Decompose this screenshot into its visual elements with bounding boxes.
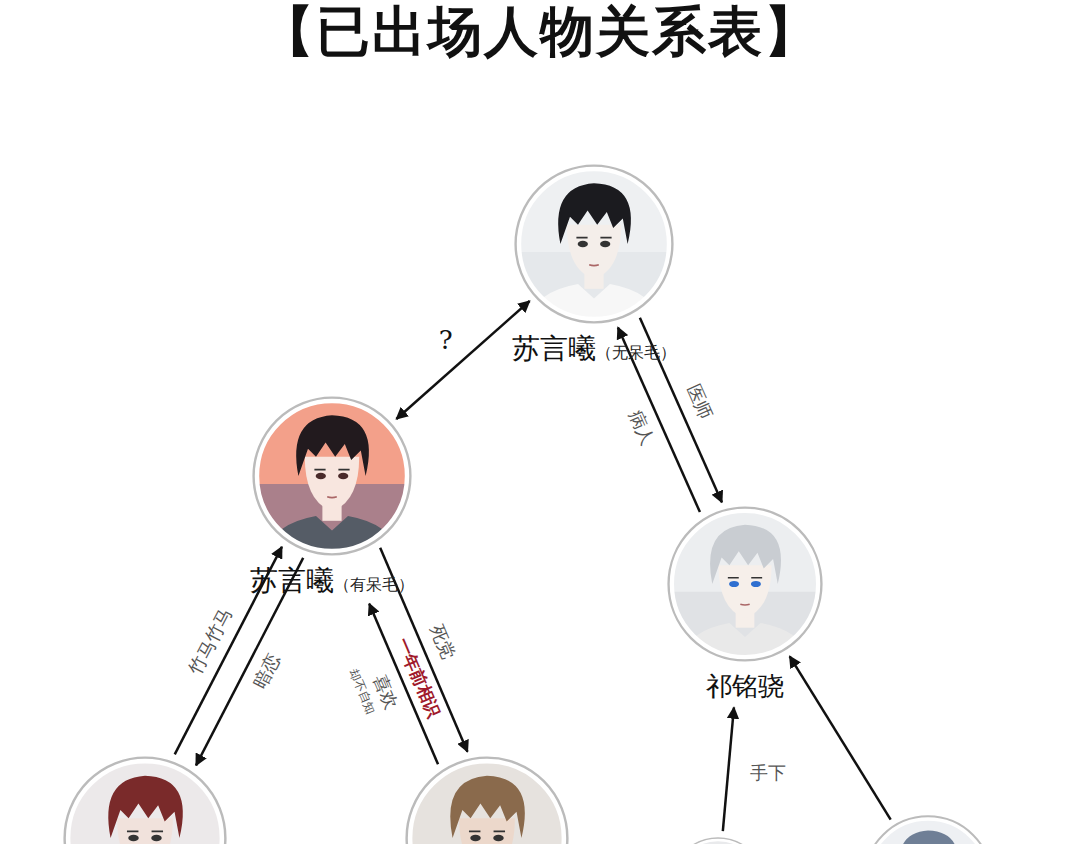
character-name: 苏言曦 <box>250 566 334 597</box>
character-node <box>63 756 227 844</box>
character-portrait <box>405 756 569 844</box>
relation-label: 手下 <box>750 763 786 782</box>
character-name: 祁铭骁 <box>706 672 784 701</box>
relation-label: 病人 <box>625 408 657 449</box>
character-portrait <box>667 506 823 662</box>
character-portrait <box>63 756 227 844</box>
relation-arrow <box>723 708 734 832</box>
node-name: 苏言曦（无呆毛） <box>512 334 676 365</box>
node-name: 祁铭骁 <box>706 672 784 701</box>
character-node <box>863 815 993 844</box>
relation-arrow <box>396 301 529 419</box>
note-label: 却不自知 <box>346 668 376 717</box>
character-portrait <box>863 815 993 844</box>
character-node <box>405 756 569 844</box>
name-note: （无呆毛） <box>596 344 676 362</box>
node-name: 苏言曦（有呆毛） <box>250 566 414 597</box>
character-portrait <box>670 837 766 844</box>
character-node: 祁铭骁 <box>667 506 823 701</box>
character-node: 苏言曦（无呆毛） <box>512 164 676 365</box>
diagram-title: 【已出场人物关系表】 <box>0 0 1080 64</box>
relation-label: 医师 <box>683 382 715 423</box>
character-node: 苏言曦（有呆毛） <box>250 396 414 597</box>
character-portrait <box>252 396 412 556</box>
relation-label: 竹马竹马 <box>186 605 236 678</box>
character-node <box>670 837 766 844</box>
relation-arrow <box>790 656 891 819</box>
relation-label: 暗恋 <box>251 650 284 691</box>
relation-label: ? <box>439 327 453 354</box>
character-portrait <box>514 164 674 324</box>
name-note: （有呆毛） <box>334 576 414 594</box>
character-name: 苏言曦 <box>512 334 596 365</box>
relation-label: 死党 <box>426 622 458 663</box>
